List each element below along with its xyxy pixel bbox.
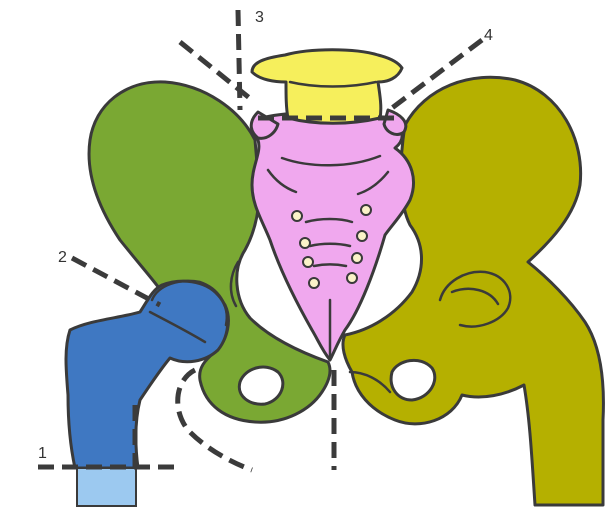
sacral-foramen-icon xyxy=(292,211,302,221)
vertebra-processes-right xyxy=(384,110,406,134)
cut-label-4: 4 xyxy=(484,27,493,44)
cut-line-3 xyxy=(238,10,240,110)
right-obturator-foramen xyxy=(391,360,435,400)
cut-label-3: 3 xyxy=(255,9,264,26)
sacral-foramen-icon xyxy=(300,238,310,248)
cut-label-2: 2 xyxy=(58,249,67,266)
sacral-foramen-icon xyxy=(309,278,319,288)
sacral-foramen-icon xyxy=(352,253,362,263)
femur-shaft-end xyxy=(77,468,136,506)
cut-label-1: 1 xyxy=(38,445,47,462)
sacral-foramen-icon xyxy=(347,273,357,283)
left-obturator-foramen xyxy=(239,367,283,404)
sacral-foramen-icon xyxy=(357,231,367,241)
sacral-foramen-icon xyxy=(361,205,371,215)
sacral-foramen-icon xyxy=(303,257,313,267)
